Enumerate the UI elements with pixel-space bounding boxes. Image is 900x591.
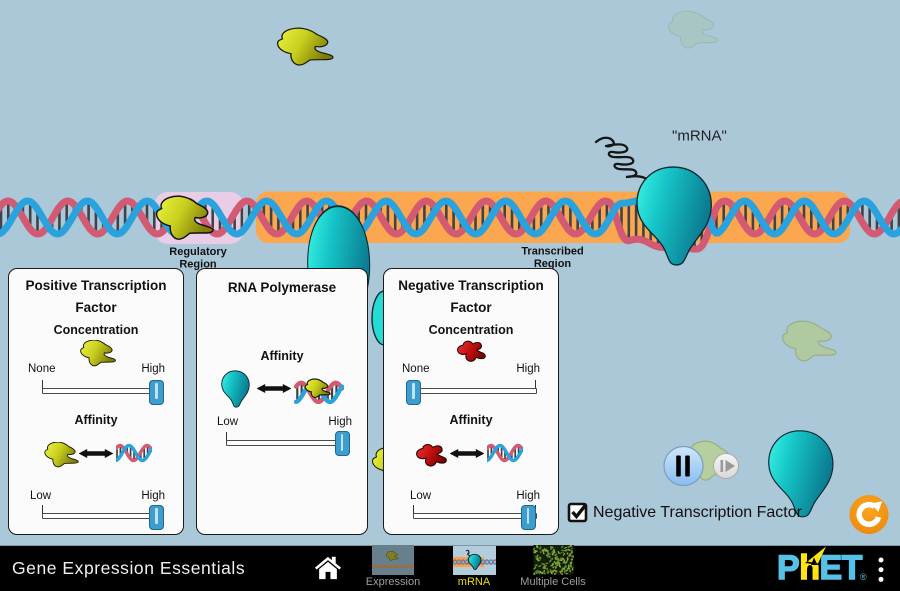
svg-text:Region: Region — [534, 258, 572, 270]
svg-text:"mRNA": "mRNA" — [672, 128, 727, 145]
svg-text:Transcribed: Transcribed — [521, 246, 583, 258]
svg-text:Regulatory: Regulatory — [169, 246, 227, 258]
svg-text:Region: Region — [179, 259, 217, 271]
